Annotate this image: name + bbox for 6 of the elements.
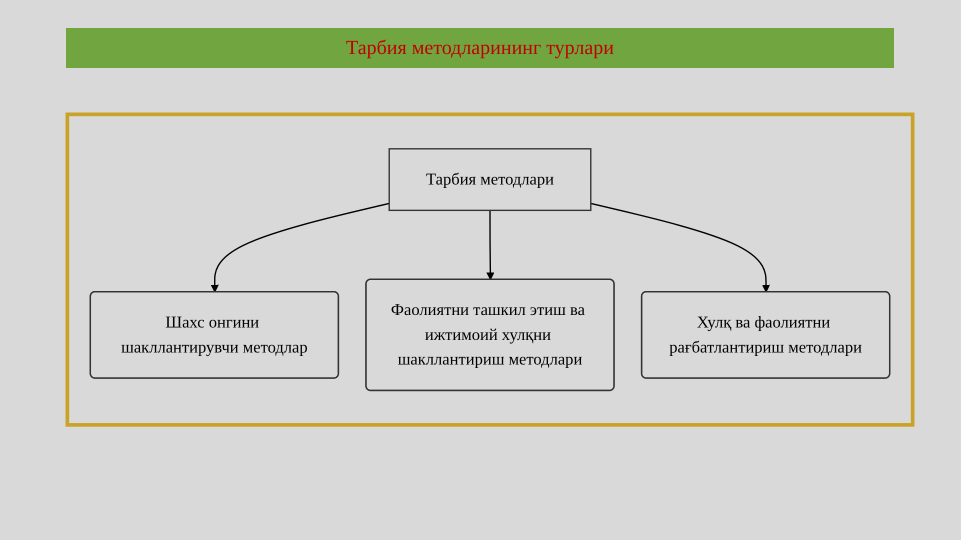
node-box: Тарбия методлари xyxy=(388,148,592,212)
cluster xyxy=(66,112,914,428)
arrow xyxy=(590,203,770,293)
arrow xyxy=(210,203,390,293)
arrow xyxy=(486,210,494,280)
title-banner: Тарбия методларининг турлари xyxy=(66,28,894,68)
